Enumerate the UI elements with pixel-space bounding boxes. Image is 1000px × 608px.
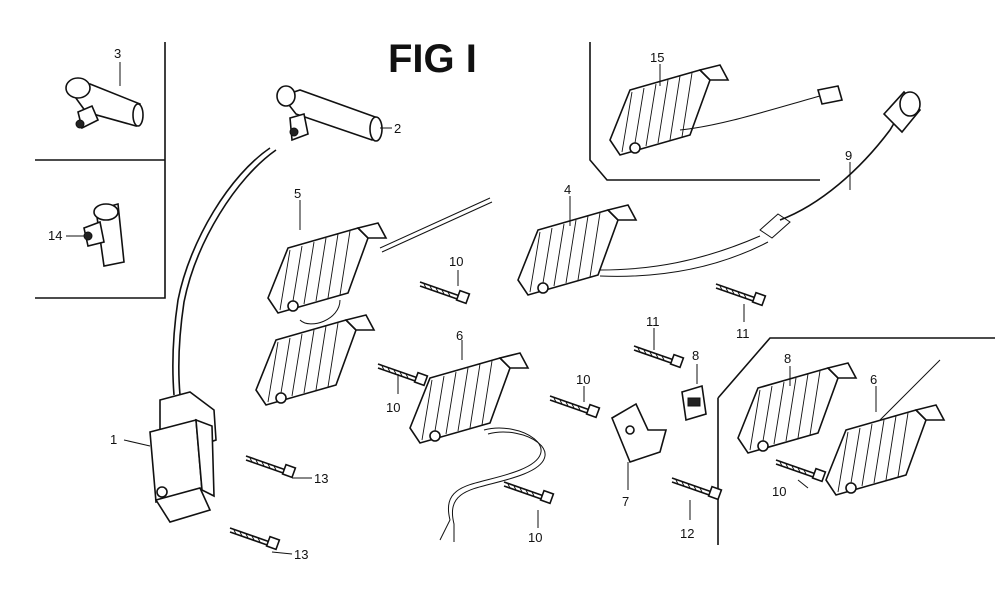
bolt-13-b bbox=[229, 527, 281, 551]
part-14-plug-cap bbox=[66, 202, 125, 267]
part-6-coil-inset bbox=[825, 359, 945, 496]
part-9-wire-lead bbox=[759, 90, 922, 239]
callout-10-b: 10 bbox=[386, 400, 400, 415]
callout-11-a: 11 bbox=[646, 314, 660, 329]
inset-frame-bottom-right bbox=[717, 337, 995, 545]
part-2-plug-cap bbox=[276, 85, 392, 142]
callout-9: 9 bbox=[845, 148, 852, 163]
callout-10-e: 10 bbox=[772, 484, 786, 499]
callout-8: 8 bbox=[692, 348, 699, 363]
figure-title: FIG I bbox=[388, 37, 477, 81]
inset-frame-left bbox=[35, 42, 166, 299]
part-15-coil bbox=[609, 64, 844, 156]
part-1-ignition-coil bbox=[123, 147, 277, 523]
inset-frame-top-right bbox=[589, 42, 820, 181]
callout-6-inset: 6 bbox=[870, 372, 877, 387]
callout-8-inset: 8 bbox=[784, 351, 791, 366]
callout-6: 6 bbox=[456, 328, 463, 343]
bolt-11-b bbox=[715, 283, 767, 307]
callout-5: 5 bbox=[294, 186, 301, 201]
part-3-plug-cap bbox=[65, 62, 144, 130]
bolt-10-b bbox=[377, 363, 429, 387]
callout-14: 14 bbox=[48, 228, 62, 243]
callout-12: 12 bbox=[680, 526, 694, 541]
callout-4: 4 bbox=[564, 182, 571, 197]
callout-15: 15 bbox=[650, 50, 664, 65]
part-4-coil bbox=[517, 196, 769, 296]
callout-10-d: 10 bbox=[528, 530, 542, 545]
callout-1: 1 bbox=[110, 432, 117, 447]
callout-3: 3 bbox=[114, 46, 121, 61]
bolt-10-c bbox=[549, 395, 601, 419]
bolt-11-a bbox=[633, 345, 685, 369]
part-6-exciter-coil bbox=[409, 340, 546, 542]
callout-11-b: 11 bbox=[736, 326, 750, 341]
bolt-13-a bbox=[245, 455, 297, 479]
bolt-10-e bbox=[775, 459, 827, 483]
callout-10-c: 10 bbox=[576, 372, 590, 387]
part-5-charge-coil bbox=[255, 197, 493, 406]
bolt-10-a bbox=[419, 281, 471, 305]
part-8-coil-inset bbox=[737, 362, 857, 454]
callout-2: 2 bbox=[394, 121, 401, 136]
bolt-10-d bbox=[503, 481, 555, 505]
callout-7: 7 bbox=[622, 494, 629, 509]
callout-13-a: 13 bbox=[314, 471, 328, 486]
callout-10-a: 10 bbox=[449, 254, 463, 269]
part-7-bracket bbox=[610, 402, 668, 490]
callout-13-b: 13 bbox=[294, 547, 308, 562]
part-8-grommet bbox=[681, 364, 707, 422]
bolt-12 bbox=[671, 477, 723, 501]
